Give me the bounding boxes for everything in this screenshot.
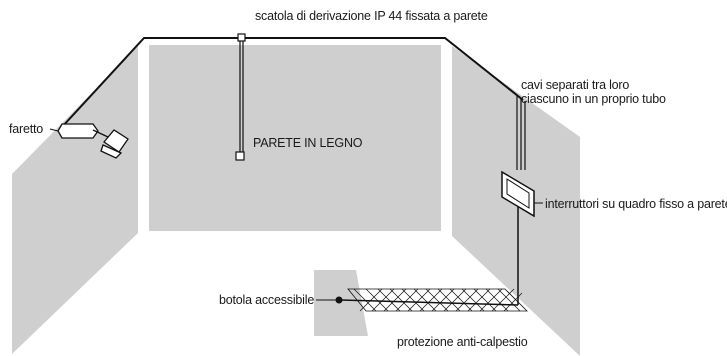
cables-label-line-1: cavi separati tra loro	[521, 78, 630, 92]
left-wall	[12, 46, 138, 354]
cables-label: cavi separati tra loro ciascuno in un pr…	[521, 78, 666, 106]
junction-box-icon	[237, 33, 246, 42]
hatch-point-icon	[335, 296, 343, 304]
back-wall	[149, 45, 441, 231]
junction-box-label: scatola di derivazione IP 44 fissata a p…	[255, 9, 488, 23]
spotlight-icon	[57, 123, 129, 159]
cables-label-line-2: ciascuno in un proprio tubo	[521, 92, 666, 106]
ceiling-cable	[61, 37, 524, 128]
wall-label: PARETE IN LEGNO	[253, 136, 363, 150]
switch-panel-icon	[501, 170, 535, 218]
socket-box-icon	[235, 151, 245, 161]
spotlight-leader	[49, 128, 59, 132]
switch-panel-inner	[506, 178, 530, 209]
floor-cable-run	[339, 299, 519, 306]
floor-hatch	[314, 270, 368, 336]
switches-label: interruttori su quadro fisso a parete	[545, 197, 727, 211]
spotlight-label: faretto	[9, 122, 44, 136]
floor-protection	[347, 288, 528, 312]
floor-protection-label: protezione anti-calpestio	[397, 335, 528, 349]
hatch-label: botola accessibile	[219, 293, 315, 307]
